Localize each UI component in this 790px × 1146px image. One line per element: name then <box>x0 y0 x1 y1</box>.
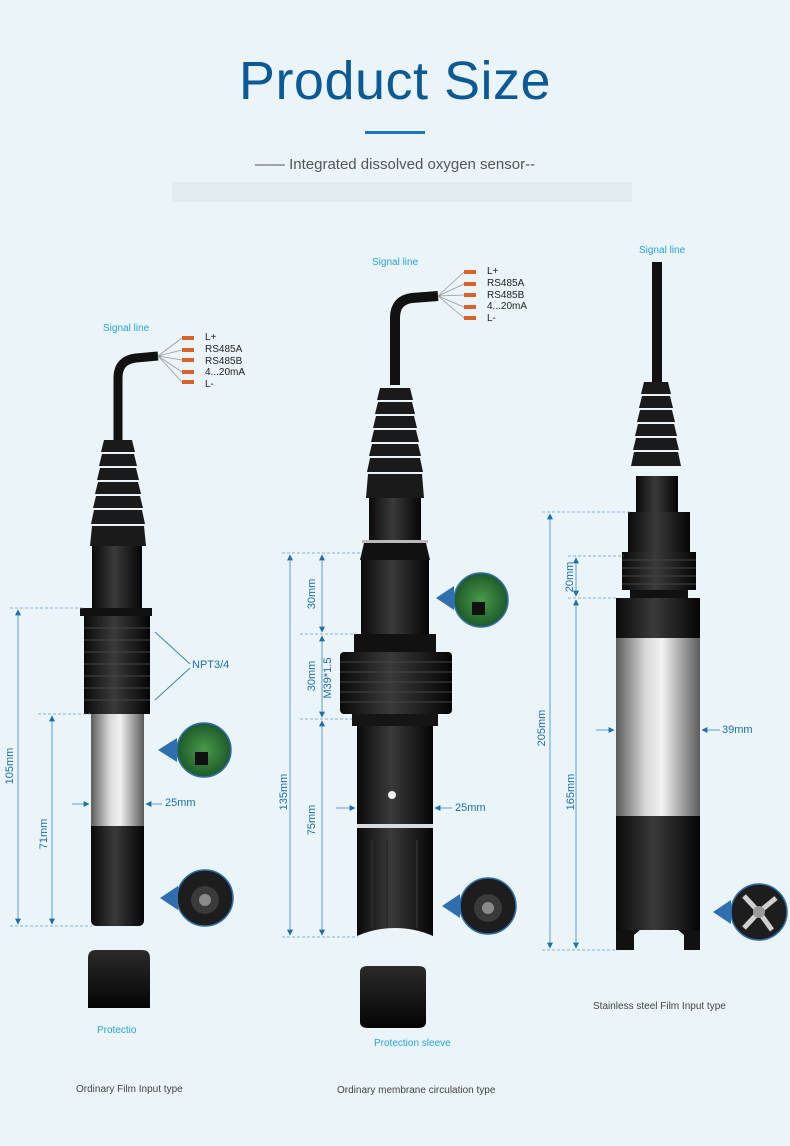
dim-top-length: 20mm <box>564 561 576 593</box>
signal-line-label: Signal line <box>103 323 150 334</box>
dim-diameter: 39mm <box>722 724 753 736</box>
page-subtitle: —— Integrated dissolved oxygen sensor-- <box>254 156 536 173</box>
signal-line-label: Signal line <box>372 257 419 268</box>
dim-total-length: 205mm <box>536 709 548 747</box>
thread-label: M39*1.5 <box>322 657 334 699</box>
protection-sleeve-label: Protection sleeve <box>374 1038 451 1049</box>
pcb-detail-circle <box>176 722 232 778</box>
thread-label: NPT3/4 <box>192 659 230 671</box>
type-label: Ordinary Film Input type <box>76 1084 183 1095</box>
dim-mid-length: 30mm <box>306 660 318 692</box>
dim-total-length: 105mm <box>4 747 16 785</box>
wire-label-l-minus: L- <box>487 313 496 325</box>
dim-diameter: 25mm <box>455 802 486 814</box>
protection-cap-label: Protectio <box>97 1025 137 1036</box>
wire-label-l-minus: L- <box>205 379 214 391</box>
dim-total-length: 135mm <box>278 773 290 811</box>
sensor-3 <box>542 262 788 951</box>
wire-label-rs485b: RS485B <box>205 355 243 367</box>
wire-label-4-20ma: 4...20mA <box>205 367 246 379</box>
pcb-detail-circle <box>453 572 509 628</box>
dim-lower-length: 71mm <box>38 818 50 850</box>
signal-line-label: Signal line <box>639 245 686 256</box>
sensor-2 <box>282 270 517 1028</box>
wire-label-l-plus: L+ <box>205 332 217 343</box>
wire-labels: L+ RS485A RS485B 4...20mA L- <box>205 332 245 391</box>
page-title: Product Size <box>238 51 552 111</box>
wire-labels: L+ RS485A RS485B 4...20mA L- <box>487 266 527 325</box>
wire-label-rs485b: RS485B <box>487 289 525 301</box>
wire-label-l-plus: L+ <box>487 266 499 277</box>
dim-diameter: 25mm <box>165 797 196 809</box>
wire-label-4-20ma: 4...20mA <box>487 301 528 313</box>
sensor-1 <box>10 336 234 1008</box>
wire-label-rs485a: RS485A <box>205 343 243 355</box>
dim-lower-length: 165mm <box>565 773 577 811</box>
title-underline <box>365 131 425 134</box>
type-label: Ordinary membrane circulation type <box>337 1085 496 1096</box>
type-label: Stainless steel Film Input type <box>593 1001 726 1012</box>
wire-label-rs485a: RS485A <box>487 277 525 289</box>
dim-lower-length: 75mm <box>306 804 318 836</box>
subtitle-band <box>172 182 632 202</box>
dim-top-length: 30mm <box>306 578 318 610</box>
